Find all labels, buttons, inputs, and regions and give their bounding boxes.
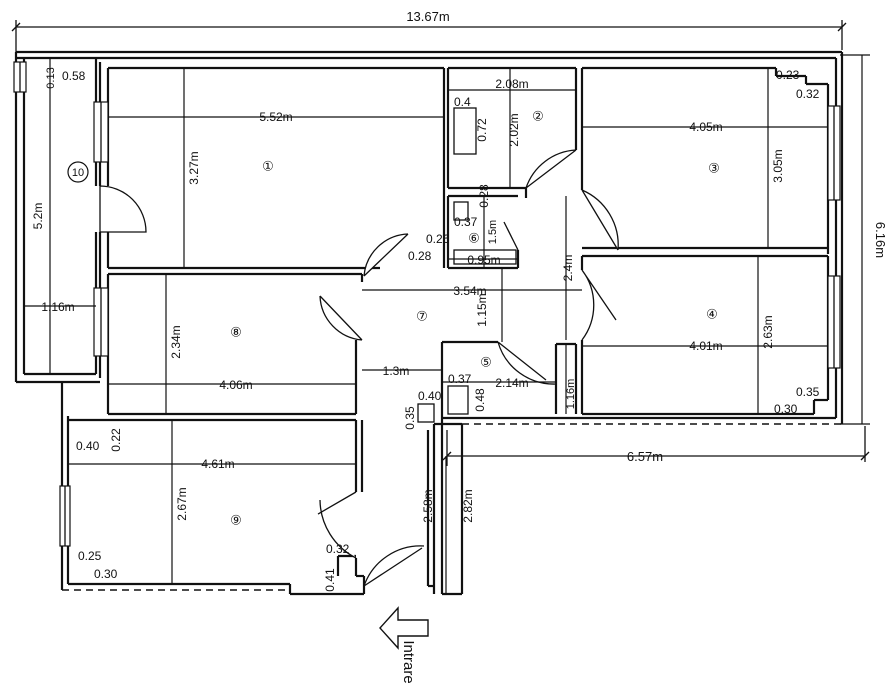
room-6-dim-a: 0.28 [477, 184, 491, 208]
door-room-6 [503, 221, 519, 251]
room-dimension-lines [24, 58, 828, 594]
right-block-width-dimension: 6.57m [442, 426, 870, 466]
room-3-dim-a: 0.23 [776, 68, 800, 82]
room-9-dim-f: 0.41 [323, 568, 337, 592]
room-2-number: ② [532, 109, 544, 124]
room-9-dim-d: 0.30 [94, 567, 118, 581]
room-5-height: 1.16m [565, 379, 577, 410]
room-9-width: 4.61m [201, 457, 234, 471]
room-2-height: 2.02m [507, 113, 521, 146]
doors [99, 149, 619, 587]
room-10-number-circle [67, 161, 89, 183]
room-3-labels: 4.05m 3.05m 0.23 0.32 ③ [689, 68, 819, 183]
room-9-dim-a: 0.40 [76, 439, 100, 453]
room-2-dim-a: 0.72 [475, 118, 489, 142]
room-5-dim-b: 0.48 [473, 388, 487, 412]
windows [13, 61, 841, 547]
room-3-height: 3.05m [771, 149, 785, 182]
door-room-1 [363, 233, 409, 277]
room-1-labels: 5.52m 3.27m ① [187, 110, 293, 185]
room-7-labels: 3.54m 2.4m 1.15m 1.3m 2.58m 2.82m 0.40 0… [383, 255, 575, 523]
room-9-dim-e: 0.32 [326, 542, 350, 556]
door-entrance [363, 545, 425, 587]
room-4-dim-b: 0.30 [774, 402, 798, 416]
door-balcony [99, 185, 147, 233]
entrance-label: Intrare [400, 640, 417, 683]
room-7-dim-f: 0.35 [403, 406, 417, 430]
room-1-width: 5.52m [259, 110, 292, 124]
room-3-dim-b: 0.32 [796, 87, 820, 101]
overall-width-label: 13.67m [406, 9, 449, 24]
room-6-dim-c: 0.26 [426, 232, 450, 246]
room-6-width: 0.95m [467, 253, 500, 267]
room-8-width: 4.06m [219, 378, 252, 392]
room-5-labels: 2.14m 1.16m 0.37 0.48 ⑤ [448, 355, 577, 412]
room-7-dim-d: 2.82m [461, 489, 475, 522]
room-10-number: 10 [72, 167, 84, 179]
room-6-dim-b: 0.37 [454, 215, 478, 229]
room-7-dim-a: 1.15m [475, 293, 489, 326]
right-block-width-label: 6.57m [627, 449, 663, 464]
room-7-number: ⑦ [416, 309, 428, 324]
door-room-8 [319, 295, 363, 341]
entrance-arrow-icon [379, 606, 429, 650]
room-10-height: 5.2m [31, 203, 45, 230]
room-8-labels: 4.06m 2.34m ⑧ [169, 325, 253, 393]
room-1-number: ① [262, 159, 274, 174]
room-1-height: 3.27m [187, 151, 201, 184]
room-9-height: 2.67m [175, 487, 189, 520]
room-3-width: 4.05m [689, 120, 722, 134]
overall-height-label: 6.16m [873, 222, 888, 258]
room-3-number: ③ [708, 161, 720, 176]
entrance-marker: Intrare [379, 606, 429, 684]
door-room-5 [497, 341, 557, 385]
room-4-width: 4.01m [689, 339, 722, 353]
room-9-dim-c: 0.25 [78, 549, 102, 563]
room-8-number: ⑧ [230, 325, 242, 340]
room-2-width: 2.08m [495, 77, 528, 91]
room-5-width: 2.14m [495, 376, 528, 390]
room-7-dim-c: 2.58m [421, 489, 435, 522]
door-room-9 [317, 491, 357, 559]
door-room-2 [525, 149, 577, 189]
room-6-labels: 0.95m 1.5m 0.28 0.37 0.26 0.28 ⑥ [408, 184, 501, 267]
room-4-number: ④ [706, 307, 718, 322]
room-2-labels: 2.08m 2.02m 0.72 0.4 ② [454, 77, 544, 147]
room-7-width: 3.54m [453, 284, 486, 298]
door-room-4 [581, 269, 617, 341]
room-6-dim-d: 0.28 [408, 249, 432, 263]
room-6-height: 1.5m [487, 220, 499, 244]
room-8-height: 2.34m [169, 325, 183, 358]
overall-width-dimension: 13.67m [11, 9, 847, 52]
room-9-labels: 4.61m 2.67m 0.40 0.22 0.25 0.30 0.32 0.4… [76, 428, 350, 592]
room-5-number: ⑤ [480, 355, 492, 370]
room-5-dim-a: 0.37 [448, 372, 472, 386]
room-6-number: ⑥ [468, 231, 480, 246]
overall-height-dimension: 6.16m [840, 54, 888, 425]
room-7-dim-b: 1.3m [383, 364, 410, 378]
room-4-height: 2.63m [761, 315, 775, 348]
door-room-3 [581, 189, 619, 251]
room-10-dim-b: 0.58 [62, 69, 86, 83]
room-4-dim-a: 0.35 [796, 385, 820, 399]
room-10-width: 1.16m [41, 300, 74, 314]
room-9-dim-b: 0.22 [109, 428, 123, 452]
room-4-labels: 4.01m 2.63m 0.35 0.30 ④ [689, 307, 819, 417]
room-7-dim-e: 0.40 [418, 389, 442, 403]
room-7-height: 2.4m [561, 255, 575, 282]
room-10-labels: 5.2m 1.16m 0.13 0.58 10 [31, 67, 89, 314]
room-2-dim-b: 0.4 [454, 95, 471, 109]
room-10-dim-a: 0.13 [45, 67, 57, 88]
room-9-number: ⑨ [230, 513, 242, 528]
